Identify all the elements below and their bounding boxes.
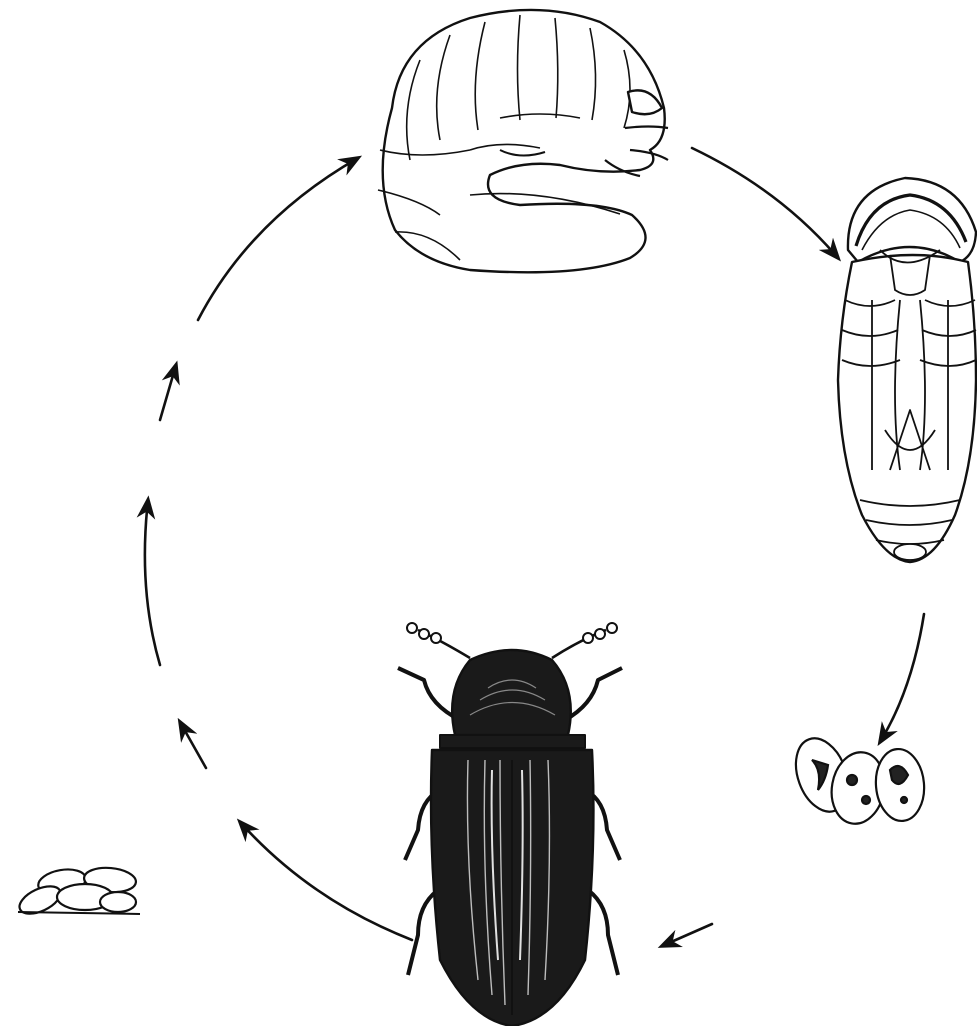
arrow-eggs-to-adult-upper [198,158,358,320]
arrow-pupa-to-cocoon [880,614,924,742]
egg-cluster-icon [15,866,140,919]
arrow-adult-to-eggs [240,822,412,940]
arrow-segment-3 [180,722,206,768]
arrow-cocoon-to-adult [662,924,712,946]
pupa-icon [838,178,976,562]
cocoon-cluster-icon [786,731,927,828]
beetle-icon [398,623,622,1026]
curled-larva-icon [378,10,668,272]
arrow-segment-2 [145,500,160,665]
arrow-larva-to-pupa [692,148,838,258]
arrow-segment-1 [160,365,176,420]
